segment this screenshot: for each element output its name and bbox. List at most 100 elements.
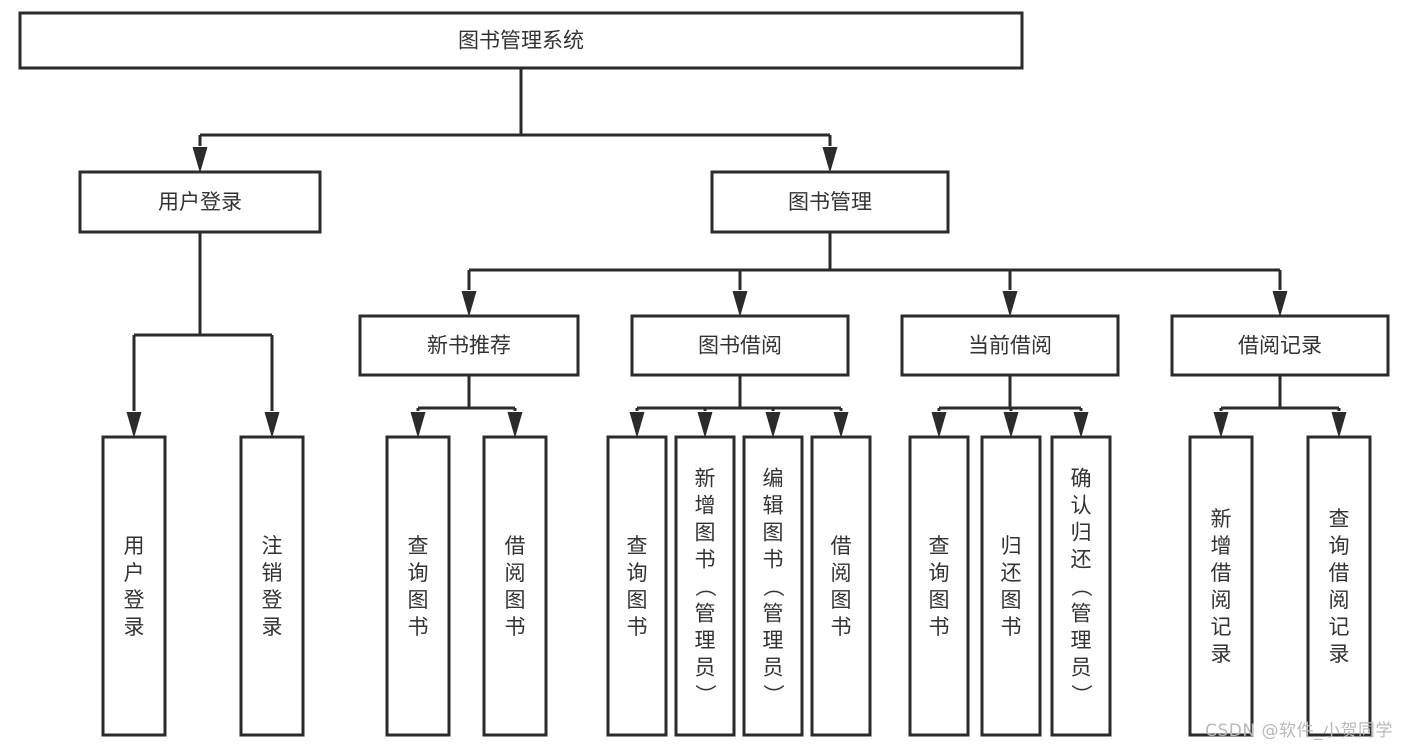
node-label-char: 辑 [763, 494, 784, 518]
node-label-char: 查 [1329, 507, 1350, 531]
node-label-char: 借 [505, 534, 526, 558]
node-new-book-rec[interactable]: 新书推荐 [358, 314, 580, 377]
node-label-char: 还 [1001, 561, 1022, 585]
node-root[interactable]: 图书管理系统 [18, 11, 1024, 70]
node-label-char: 图 [505, 588, 526, 612]
node-label-char: 书 [831, 615, 852, 639]
node-label-char: 询 [627, 561, 648, 585]
node-label-char: （ [1069, 576, 1093, 597]
node-label-char: 登 [262, 588, 283, 612]
node-label-char: 书 [408, 615, 429, 639]
node-label-char: 员 [695, 656, 716, 680]
node-label-char: 员 [763, 656, 784, 680]
node-label-char: （ [693, 576, 717, 597]
connector-group-book-manage [461, 232, 1288, 317]
node-label-char: 书 [929, 615, 950, 639]
node-book-borrow[interactable]: 图书借阅 [630, 314, 850, 377]
node-label: 图书管理系统 [458, 29, 584, 53]
node-label-char: 注 [262, 534, 283, 558]
node-label-char: 借 [831, 534, 852, 558]
node-label-char: 查 [929, 534, 950, 558]
node-label-char: 归 [1001, 534, 1022, 558]
node-label-char: 书 [1001, 615, 1022, 639]
node-layer: 图书管理系统用户登录图书管理新书推荐图书借阅当前借阅借阅记录用户登录注销登录查询… [18, 11, 1390, 737]
node-label-char: 阅 [831, 561, 852, 585]
node-label-char: 书 [627, 615, 648, 639]
node-label-char: 记 [1329, 615, 1350, 639]
node-label-char: 书 [695, 548, 716, 572]
node-label-char: 图 [627, 588, 648, 612]
node-borrow-record[interactable]: 借阅记录 [1170, 314, 1390, 377]
node-label-char: 用 [124, 534, 145, 558]
node-label-char: 户 [124, 561, 145, 585]
node-label-char: （ [761, 576, 785, 597]
connector-layer [126, 68, 1347, 438]
node-label-char: 管 [1071, 602, 1092, 626]
watermark-text: CSDN @软件_小贺同学 [1205, 721, 1393, 741]
node-label-char: 管 [763, 602, 784, 626]
node-label-char: 登 [124, 588, 145, 612]
node-leaf-user-login[interactable]: 用户登录 [101, 435, 167, 737]
node-label-char: 记 [1211, 615, 1232, 639]
node-label-char: 阅 [505, 561, 526, 585]
node-label-char: 图 [929, 588, 950, 612]
node-label: 当前借阅 [968, 334, 1052, 358]
node-label-char: 图 [1001, 588, 1022, 612]
node-label-char: 图 [763, 521, 784, 545]
node-label-char: 确 [1071, 467, 1092, 491]
node-label-char: 员 [1071, 656, 1092, 680]
node-label-char: 查 [627, 534, 648, 558]
node-label-char: ） [693, 684, 717, 705]
node-label-char: 认 [1071, 494, 1092, 518]
node-label-char: 归 [1071, 521, 1092, 545]
node-label-char: 管 [695, 602, 716, 626]
node-label-char: 阅 [1329, 588, 1350, 612]
node-label: 新书推荐 [427, 334, 511, 358]
node-label-char: 录 [124, 615, 145, 639]
node-label-char: 图 [831, 588, 852, 612]
node-label: 用户登录 [158, 190, 242, 214]
connector-group-new-book-rec [410, 375, 523, 438]
node-label-char: 阅 [1211, 588, 1232, 612]
node-user-login[interactable]: 用户登录 [78, 170, 322, 234]
node-label-char: 还 [1071, 548, 1092, 572]
node-label-char: 理 [695, 629, 716, 653]
node-book-manage[interactable]: 图书管理 [710, 170, 950, 234]
node-label-char: 借 [1211, 561, 1232, 585]
connector-group-root [192, 68, 838, 173]
node-label-char: 询 [929, 561, 950, 585]
node-label-char: 询 [1329, 534, 1350, 558]
node-label-char: 新 [1211, 507, 1232, 531]
node-label-char: 增 [695, 494, 716, 518]
node-label-char: 编 [763, 467, 784, 491]
node-label-char: 书 [505, 615, 526, 639]
node-label-char: 销 [262, 561, 283, 585]
connector-group-current-borrow [931, 375, 1089, 438]
node-label: 图书管理 [788, 190, 872, 214]
connector-group-book-borrow [629, 375, 849, 438]
connector-group-user-login [126, 232, 280, 438]
node-label-char: ） [761, 684, 785, 705]
node-label-char: 录 [262, 615, 283, 639]
node-current-borrow[interactable]: 当前借阅 [900, 314, 1120, 377]
node-label-char: 查 [408, 534, 429, 558]
node-label-char: 录 [1329, 642, 1350, 666]
node-label-char: 图 [695, 521, 716, 545]
node-label-char: 询 [408, 561, 429, 585]
node-label: 图书借阅 [698, 334, 782, 358]
node-label-char: 录 [1211, 642, 1232, 666]
